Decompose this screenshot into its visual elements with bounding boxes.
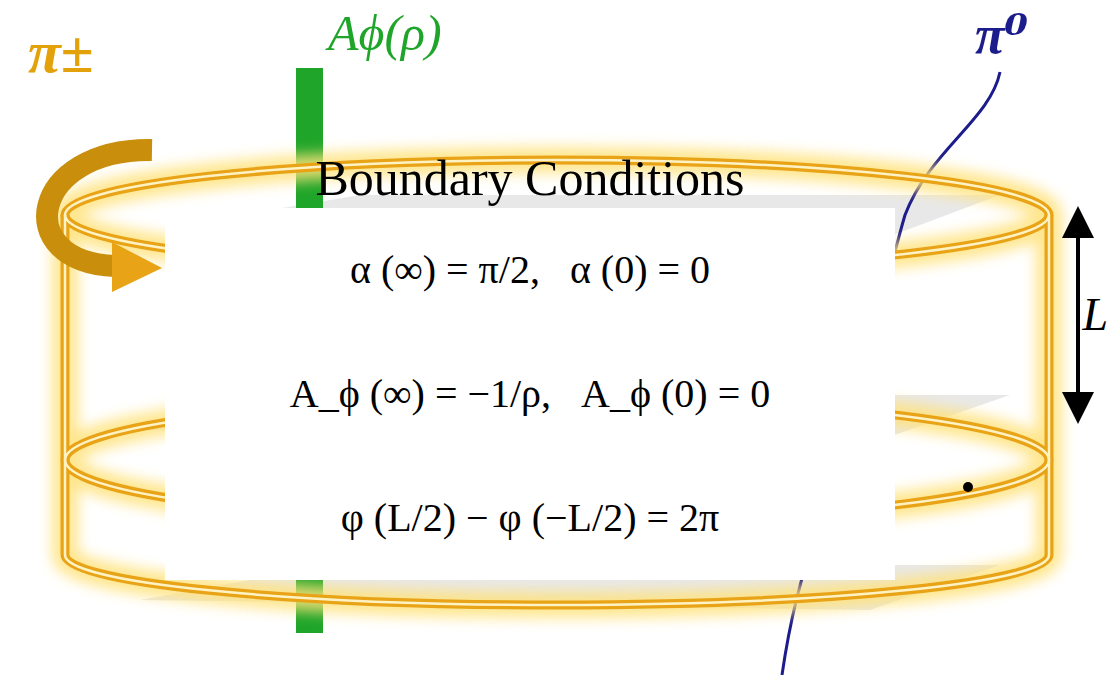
boundary-equation: α (∞) = π/2, α (0) = 0 xyxy=(165,208,895,332)
pion-charged-label: π± xyxy=(28,22,94,82)
boundary-equation: φ (L/2) − φ (−L/2) = 2π xyxy=(165,456,895,580)
pion-rings xyxy=(65,160,1049,605)
length-label: L xyxy=(1082,292,1108,338)
dot xyxy=(963,482,973,492)
gauge-field-label: Aϕ(ρ) xyxy=(328,8,442,58)
boundary-conditions-panel: Boundary Conditionsα (∞) = π/2, α (0) = … xyxy=(165,148,895,580)
panel-heading: Boundary Conditions xyxy=(165,148,895,208)
plane-sheets xyxy=(140,195,1010,610)
pion-neutral-label: π⁰ xyxy=(975,8,1028,62)
boundary-equation: A_ϕ (∞) = −1/ρ, A_ϕ (0) = 0 xyxy=(165,332,895,456)
equation-box: α (∞) = π/2, α (0) = 0A_ϕ (∞) = −1/ρ, A_… xyxy=(165,208,895,580)
rotation-arrow xyxy=(47,150,162,292)
length-arrow xyxy=(1076,222,1080,408)
